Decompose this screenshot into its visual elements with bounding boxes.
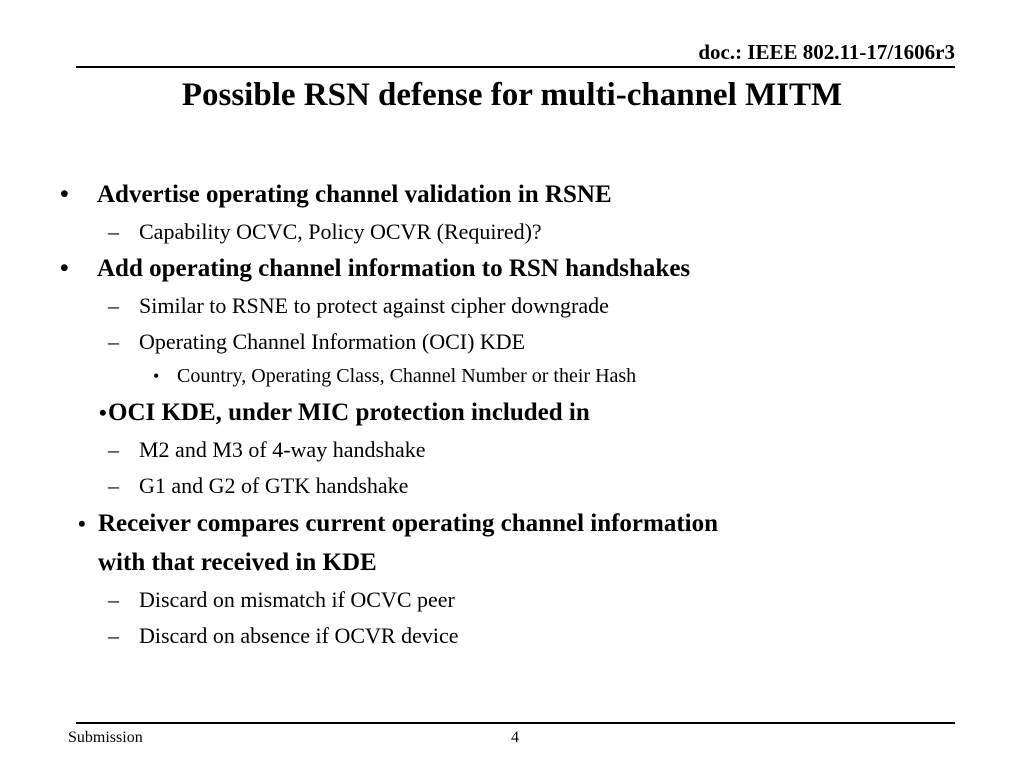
bullet-marker-icon: • (153, 366, 160, 386)
bullet-marker-icon: • (60, 181, 69, 208)
bullet-item-receiver-compares: • Receiver compares current operating ch… (0, 504, 1024, 582)
bullet-item-level1: • Advertise operating channel validation… (0, 176, 1024, 214)
document-id-header: doc.: IEEE 802.11-17/1606r3 (698, 40, 955, 64)
bullet-text: OCI KDE, under MIC protection included i… (108, 399, 590, 426)
dash-marker-icon: – (108, 587, 119, 612)
bullet-item-level2: – Operating Channel Information (OCI) KD… (0, 324, 1024, 360)
bullet-item-level2: – Capability OCVC, Policy OCVR (Required… (0, 214, 1024, 250)
page-title-line-1: Possible RSN defense for multi-channel (181, 77, 737, 113)
header-divider-rule (76, 66, 955, 68)
page-title-line-2: MITM (745, 77, 843, 113)
bullet-item-level1: • Add operating channel information to R… (0, 250, 1024, 288)
bullet-text: Capability OCVC, Policy OCVR (Required)? (139, 219, 542, 244)
bullet-text: Operating Channel Information (OCI) KDE (139, 329, 526, 354)
footer-divider-rule (76, 722, 955, 724)
bullet-text: Discard on mismatch if OCVC peer (139, 587, 455, 612)
bullet-text-line-1: Receiver compares current operating chan… (98, 510, 719, 537)
bullet-text: Similar to RSNE to protect against ciphe… (139, 293, 609, 318)
dash-marker-icon: – (108, 293, 119, 318)
dash-marker-icon: – (108, 473, 119, 498)
bullet-text: Discard on absence if OCVR device (139, 623, 459, 648)
dash-marker-icon: – (108, 623, 119, 648)
bullet-text: Country, Operating Class, Channel Number… (177, 365, 637, 387)
bullet-text-line-2: with that received in KDE (98, 549, 377, 576)
bullet-text: M2 and M3 of 4-way handshake (139, 437, 426, 462)
page-title: Possible RSN defense for multi-channel M… (70, 76, 954, 114)
bullet-marker-icon: • (78, 511, 86, 536)
bullet-item-level2: – Discard on absence if OCVR device (0, 618, 1024, 654)
dash-marker-icon: – (108, 437, 119, 462)
bullet-item-level3: • Country, Operating Class, Channel Numb… (0, 360, 1024, 393)
bullet-item-level2: – Discard on mismatch if OCVC peer (0, 582, 1024, 618)
bullet-item-level2: – Similar to RSNE to protect against cip… (0, 288, 1024, 324)
dash-marker-icon: – (108, 329, 119, 354)
bullet-item-level2: – G1 and G2 of GTK handshake (0, 468, 1024, 504)
bullet-marker-icon: • (99, 400, 107, 425)
footer-submission-label: Submission (68, 729, 143, 746)
bullet-item-level2: – M2 and M3 of 4-way handshake (0, 432, 1024, 468)
footer-page-number: 4 (511, 729, 519, 746)
bullet-text: Advertise operating channel validation i… (97, 181, 612, 208)
bullet-marker-icon: • (60, 255, 69, 282)
bullet-item-oci-kde: • OCI KDE, under MIC protection included… (0, 393, 1024, 432)
slide-body: • Advertise operating channel validation… (0, 176, 1024, 654)
dash-marker-icon: – (108, 219, 119, 244)
bullet-text: Add operating channel information to RSN… (97, 255, 691, 282)
bullet-text: Receiver compares current operating chan… (98, 504, 998, 582)
bullet-text: G1 and G2 of GTK handshake (139, 473, 409, 498)
